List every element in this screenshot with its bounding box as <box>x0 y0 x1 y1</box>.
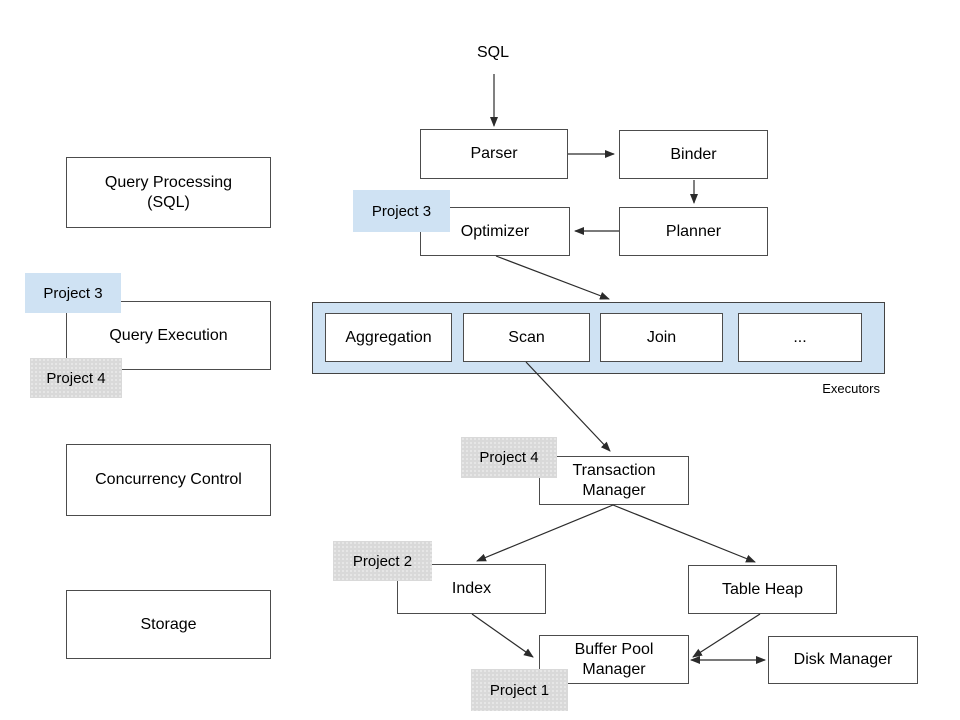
node-planner: Planner <box>619 207 768 256</box>
project3-tag-optimizer: Project 3 <box>353 190 450 232</box>
arrow-transaction-manager-to-index <box>476 504 614 562</box>
project1-tag-buffer-pool-manager: Project 1 <box>471 669 568 711</box>
node-join-executor: Join <box>600 313 723 362</box>
sql-input-label: SQL <box>476 44 509 61</box>
arrow-table-heap-to-buffer-pool <box>692 613 761 658</box>
executors-caption: Executors <box>822 381 880 396</box>
node-transaction-manager: Transaction Manager <box>539 456 689 505</box>
legend-box-query-processing: Query Processing (SQL) <box>66 157 271 228</box>
node-more-executors: ... <box>738 313 862 362</box>
project4-tag-query-execution: Project 4 <box>30 358 122 398</box>
project2-tag-index: Project 2 <box>333 541 432 581</box>
node-parser: Parser <box>420 129 568 179</box>
node-aggregation-executor: Aggregation <box>325 313 452 362</box>
project4-tag-transaction-manager: Project 4 <box>461 437 557 478</box>
node-disk-manager: Disk Manager <box>768 636 918 684</box>
arrow-index-to-buffer-pool <box>471 613 534 658</box>
legend-box-storage: Storage <box>66 590 271 659</box>
node-optimizer: Optimizer <box>420 207 570 256</box>
node-binder: Binder <box>619 130 768 179</box>
project3-tag-query-execution: Project 3 <box>25 273 121 313</box>
arrow-transaction-manager-to-table-heap <box>612 504 756 563</box>
node-scan-executor: Scan <box>463 313 590 362</box>
legend-box-concurrency-control: Concurrency Control <box>66 444 271 516</box>
arrow-optimizer-to-executors <box>495 255 610 300</box>
node-table-heap: Table Heap <box>688 565 837 614</box>
